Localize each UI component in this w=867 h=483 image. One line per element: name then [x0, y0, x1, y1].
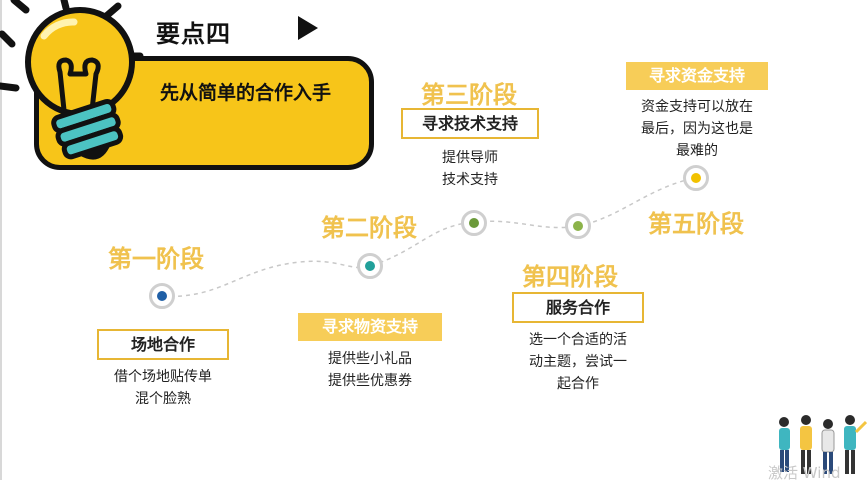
stage-2-desc-line: 提供些优惠券	[298, 370, 442, 392]
stage-5-tag: 寻求资金支持	[626, 62, 768, 90]
stage-2-title: 第二阶段	[321, 208, 417, 243]
stage-3-tag: 寻求技术支持	[401, 108, 539, 139]
stage-4-desc-line: 选一个合适的活	[508, 329, 648, 351]
stage-4-dot	[573, 221, 583, 231]
stage-3-node	[461, 210, 487, 236]
stage-2-dot	[365, 261, 375, 271]
stage-4-desc: 选一个合适的活 动主题，尝试一 起合作	[508, 329, 648, 395]
stage-2-desc: 提供些小礼品 提供些优惠券	[298, 348, 442, 392]
stage-3-desc-line: 提供导师	[401, 147, 539, 169]
stage-1-title: 第一阶段	[108, 239, 204, 274]
stage-5-dot	[691, 173, 701, 183]
stage-2-node	[357, 253, 383, 279]
stage-4-desc-line: 动主题，尝试一	[508, 351, 648, 373]
stage-1-desc: 借个场地贴传单 混个脸熟	[97, 366, 229, 410]
stage-5-node	[683, 165, 709, 191]
stage-1-dot	[157, 291, 167, 301]
stage-3-desc-line: 技术支持	[401, 169, 539, 191]
stage-1-desc-line: 混个脸熟	[97, 388, 229, 410]
stage-2-desc-line: 提供些小礼品	[298, 348, 442, 370]
stage-3-dot	[469, 218, 479, 228]
stage-5-desc-line: 资金支持可以放在	[620, 96, 774, 118]
stage-5-title: 第五阶段	[648, 204, 744, 239]
stage-4-desc-line: 起合作	[508, 373, 648, 395]
stage-4-tag: 服务合作	[512, 292, 644, 323]
stage-5-desc-line: 最难的	[620, 140, 774, 162]
stage-2-tag: 寻求物资支持	[298, 313, 442, 341]
stage-4-title: 第四阶段	[522, 257, 618, 292]
stage-4-node	[565, 213, 591, 239]
stage-1-desc-line: 借个场地贴传单	[97, 366, 229, 388]
stage-5-desc-line: 最后，因为这也是	[620, 118, 774, 140]
stage-1-tag: 场地合作	[97, 329, 229, 360]
stage-3-title: 第三阶段	[421, 75, 517, 110]
stage-5-desc: 资金支持可以放在 最后，因为这也是 最难的	[620, 96, 774, 162]
stage-1-node	[149, 283, 175, 309]
stage-3-desc: 提供导师 技术支持	[401, 147, 539, 191]
